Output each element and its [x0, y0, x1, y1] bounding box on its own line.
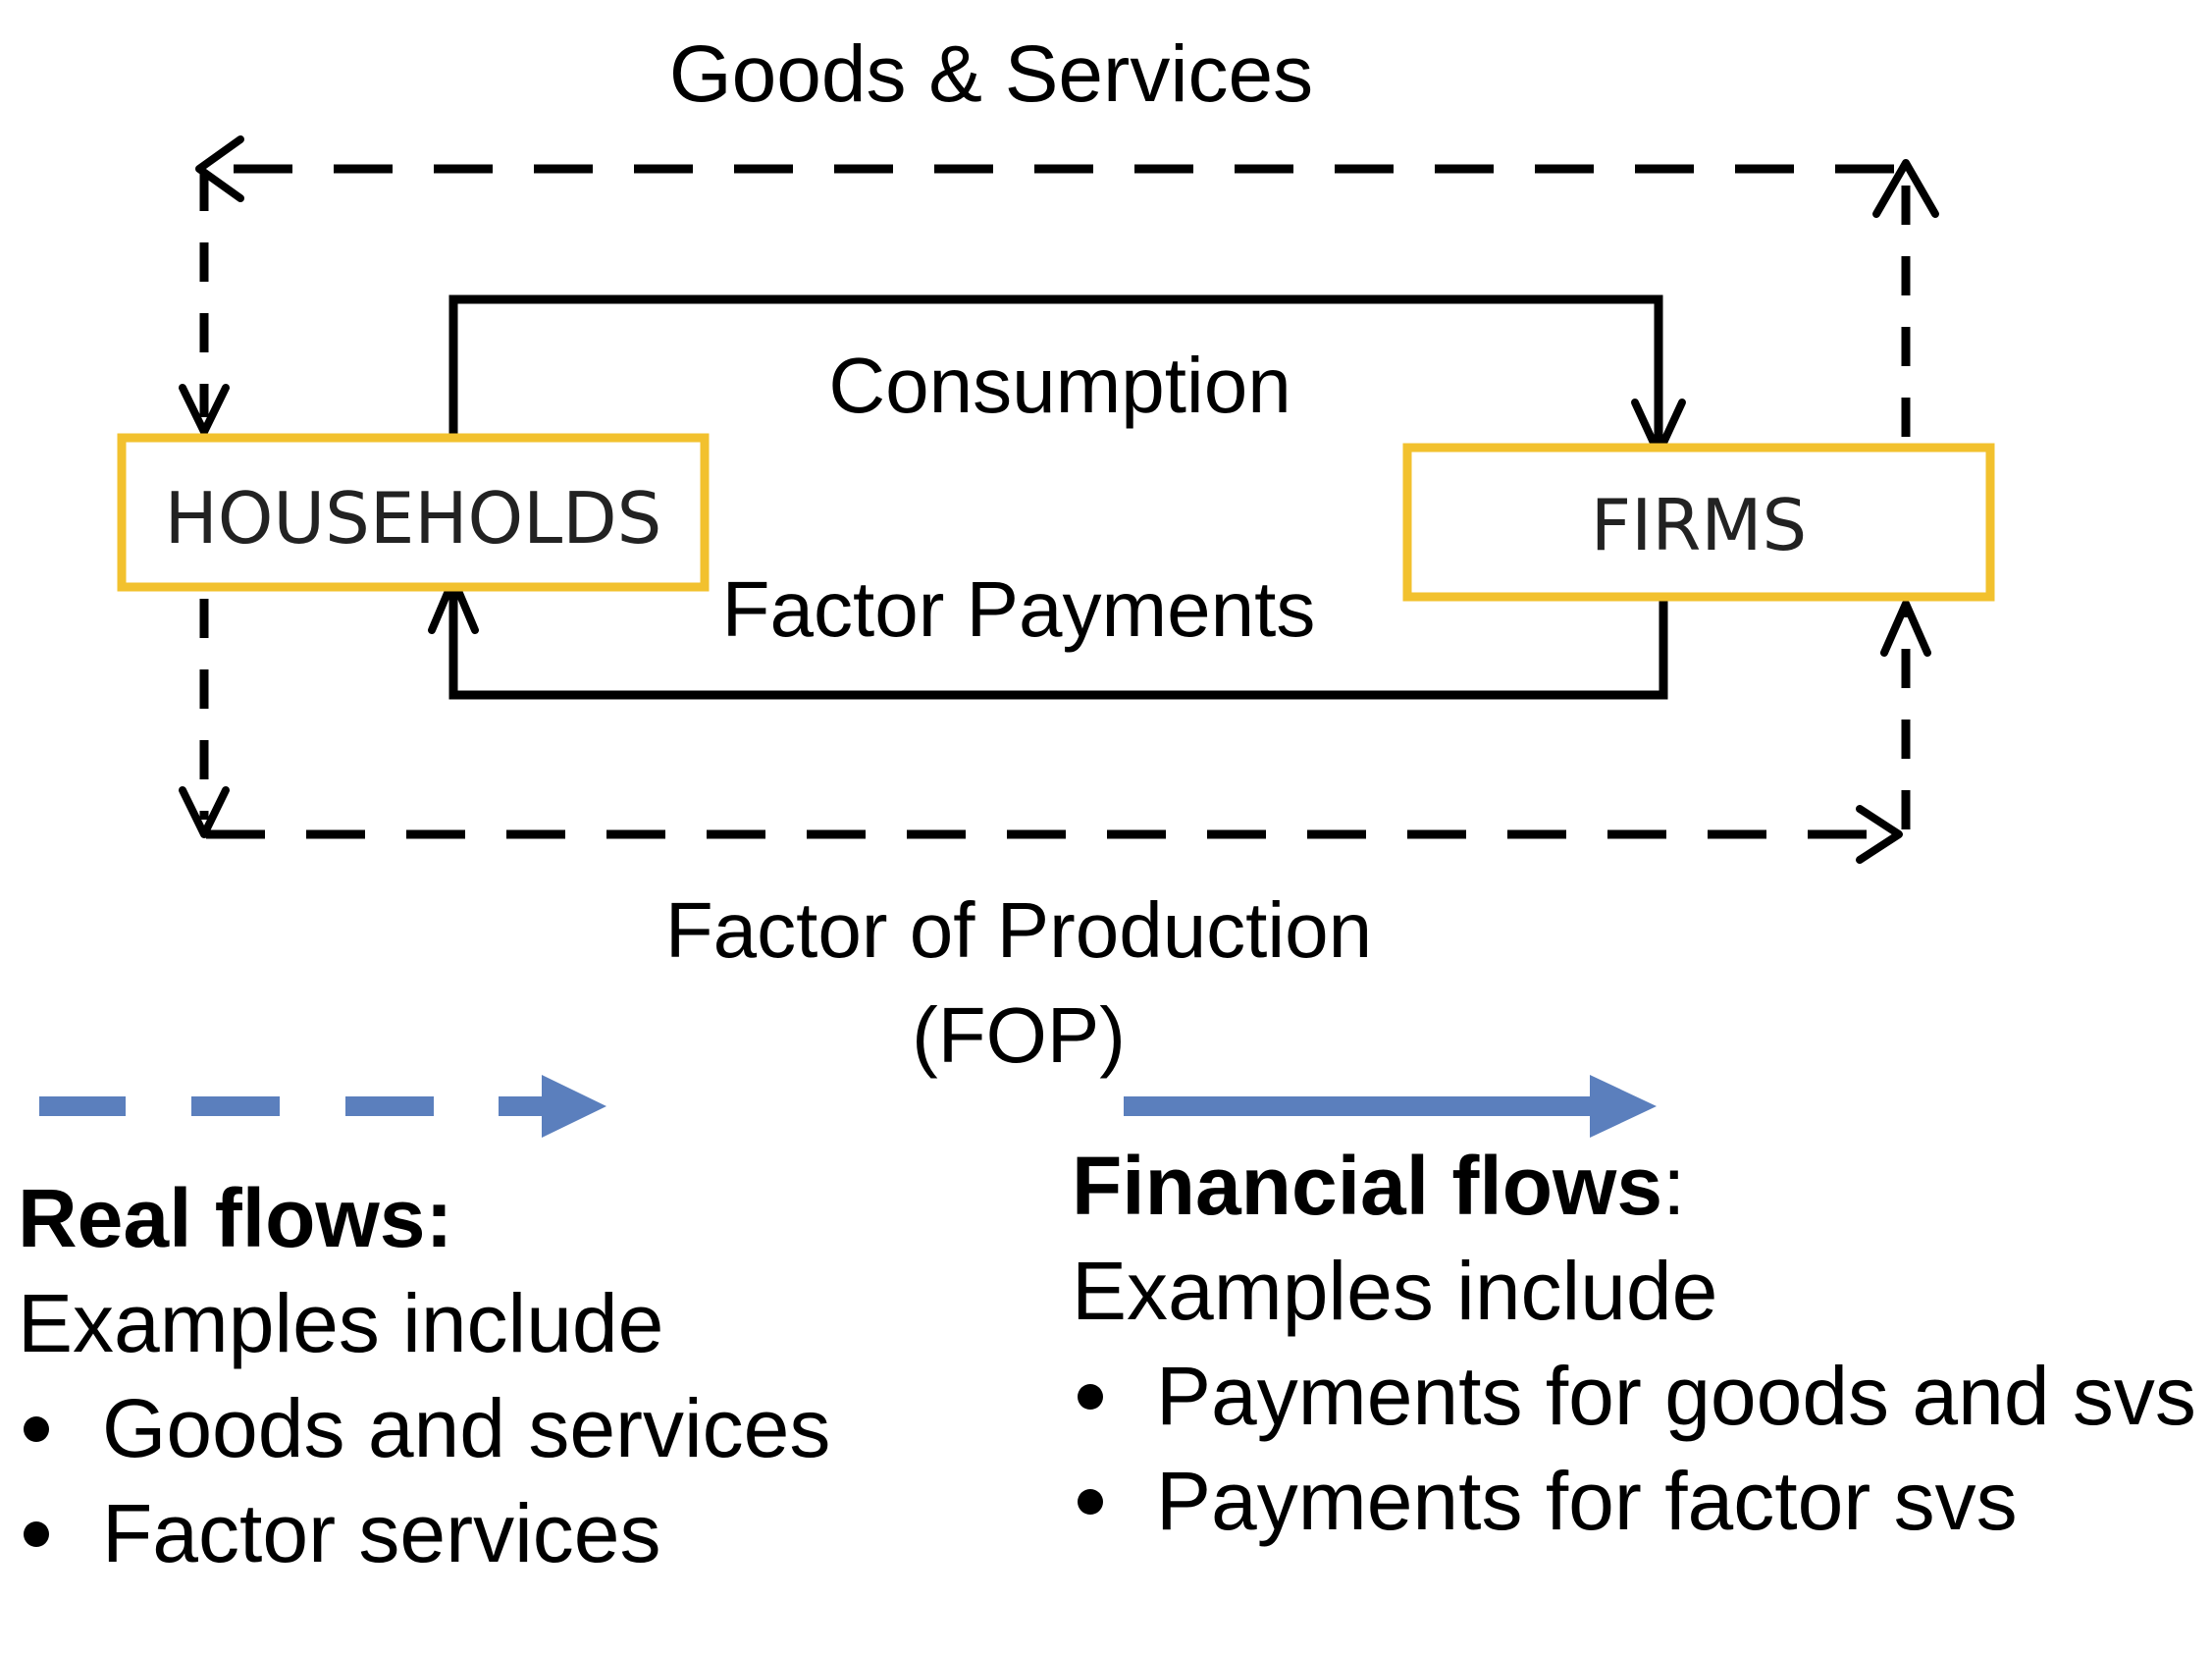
real-flows-heading: Real flows: — [18, 1172, 453, 1264]
list-item: Payments for factor svs — [1072, 1449, 2200, 1554]
list-item: Goods and services — [18, 1376, 1038, 1481]
left-down-bottom-arrowhead — [179, 786, 230, 838]
real-flow-loop — [199, 164, 1911, 839]
list-item: Payments for goods and svs — [1072, 1344, 2200, 1449]
goods-services-label: Goods & Services — [669, 29, 1313, 119]
real-flows-list: Goods and services Factor services — [18, 1376, 1038, 1586]
consumption-flow-line — [448, 294, 1663, 450]
financial-flows-heading-row: Financial flows: — [1072, 1134, 2200, 1239]
top-left-arrowhead — [195, 135, 244, 202]
factor-of-production-label: Factor of Production — [665, 886, 1372, 974]
households-label: HOUSEHOLDS — [165, 477, 662, 560]
firms-box-border — [1402, 443, 1995, 602]
list-item: Factor services — [18, 1481, 1038, 1586]
real-flow-arrowheads — [179, 135, 1939, 864]
financial-flows-list: Payments for goods and svs Payments for … — [1072, 1344, 2200, 1554]
households-box-border — [117, 433, 710, 592]
financial-flow-loop — [448, 294, 1668, 700]
financial-flows-intro: Examples include — [1072, 1245, 1718, 1337]
firms-label: FIRMS — [1591, 484, 1808, 566]
left-down-to-households-arrowhead — [179, 384, 230, 436]
households-box: HOUSEHOLDS — [117, 433, 710, 592]
financial-flow-legend-arrow — [1124, 1075, 1657, 1138]
financial-flows-heading-colon: : — [1662, 1140, 1686, 1232]
factor-payments-flow-line — [448, 581, 1668, 700]
real-flows-legend: Real flows: Examples include Goods and s… — [18, 1166, 1038, 1586]
fop-label: (FOP) — [912, 991, 1126, 1079]
real-flow-legend-arrow — [39, 1075, 606, 1138]
financial-flows-legend: Financial flows: Examples include Paymen… — [1072, 1134, 2200, 1554]
firms-box: FIRMS — [1402, 443, 1995, 602]
bottom-right-arrowhead — [1856, 805, 1903, 864]
financial-flows-heading: Financial flows — [1072, 1140, 1663, 1232]
real-flows-intro: Examples include — [18, 1277, 664, 1369]
factor-payments-label: Factor Payments — [722, 565, 1316, 653]
right-up-to-firms-arrowhead — [1880, 600, 1931, 657]
financial-legend-arrowhead — [1590, 1075, 1657, 1138]
real-legend-arrowhead — [542, 1075, 606, 1138]
top-right-up-arrowhead — [1872, 159, 1939, 218]
consumption-label: Consumption — [828, 342, 1290, 429]
